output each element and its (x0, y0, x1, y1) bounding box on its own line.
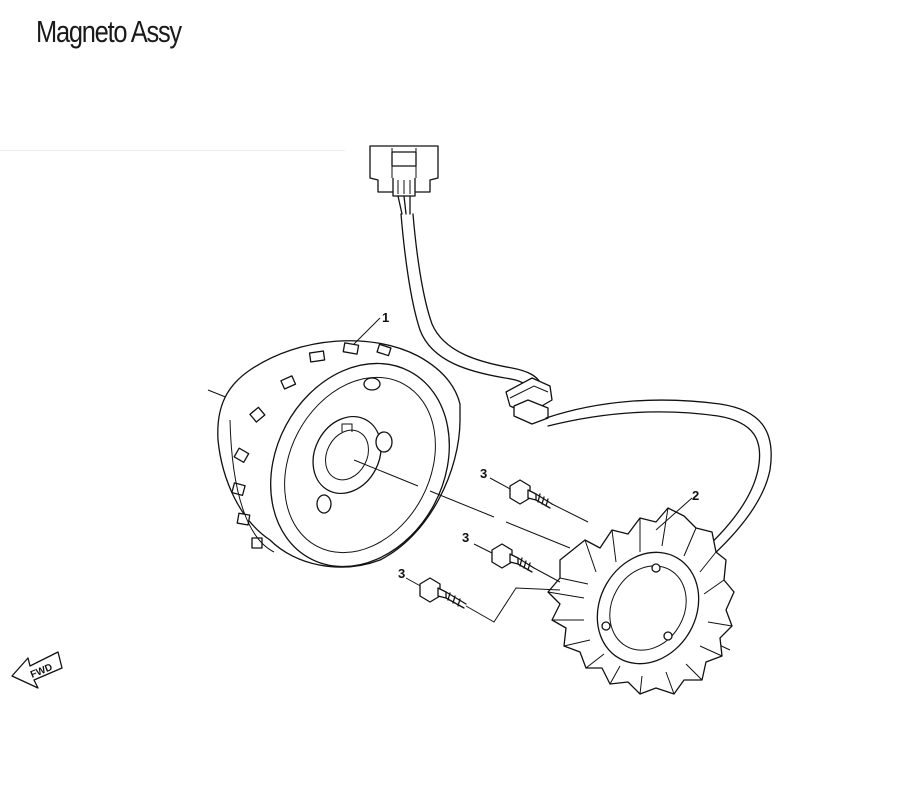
flywheel-rotor: 1 (207, 310, 461, 568)
stator-bolt-lower: 3 (398, 566, 561, 623)
assembly-axis-line (353, 459, 617, 567)
callout-3-lower: 3 (398, 566, 405, 581)
page-title: Magneto Assy (36, 14, 182, 49)
header-divider (0, 150, 345, 151)
stator-bolt-middle: 3 (462, 530, 561, 583)
stator-bolt-upper: 3 (480, 466, 589, 523)
cable-grommet (505, 377, 553, 425)
callout-3-upper: 3 (480, 466, 487, 481)
harness-connector (369, 145, 439, 197)
callout-2: 2 (692, 488, 699, 503)
forward-arrow-icon: FWD (11, 651, 63, 689)
stator-coil: 2 (547, 488, 735, 695)
callout-1: 1 (382, 310, 389, 325)
callout-3-middle: 3 (462, 530, 469, 545)
wiring-harness (369, 145, 772, 557)
